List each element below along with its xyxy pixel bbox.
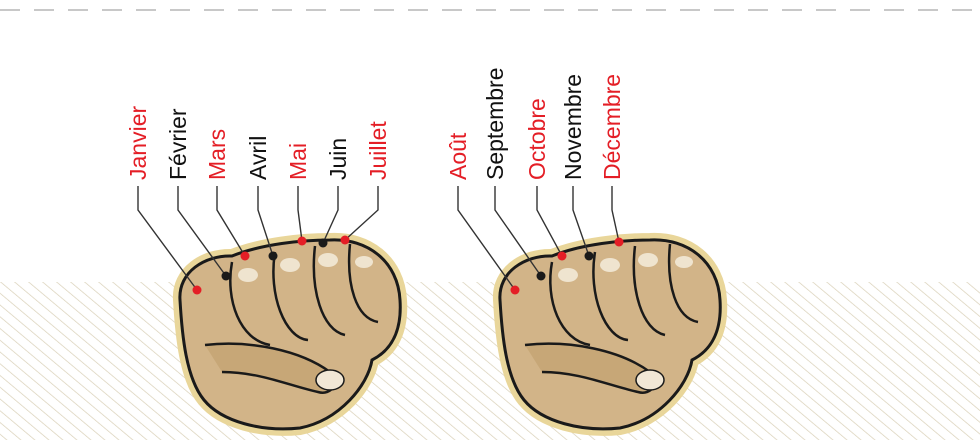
right-fist-month-labels: Août Septembre Octobre Novembre Décembre [445, 67, 625, 295]
leader-line-avril [257, 186, 274, 257]
leader-line-janvier [137, 186, 198, 291]
knuckle-dot-mai [297, 236, 307, 246]
knuckle-dot-octobre [557, 251, 567, 261]
knuckle-dot-juillet [340, 235, 350, 245]
knuckle-dot-janvier [192, 285, 202, 295]
leader-line-août [457, 186, 516, 291]
knuckle-dot-février [221, 271, 231, 281]
leader-line-novembre [572, 186, 590, 257]
knuckle-dot-novembre [584, 251, 594, 261]
right-fist-icon [492, 232, 728, 436]
month-label-octobre: Octobre [524, 98, 550, 180]
leader-line-mars [216, 186, 246, 257]
knuckle-dot-avril [268, 251, 278, 261]
leader-line-février [177, 186, 227, 277]
knuckle-dot-septembre [536, 271, 546, 281]
leader-line-juin [322, 186, 339, 244]
month-label-mai: Mai [285, 143, 311, 180]
month-label-mars: Mars [204, 129, 230, 180]
left-fist-icon [172, 232, 408, 436]
leader-line-juillet [344, 186, 379, 241]
leader-line-mai [297, 186, 303, 242]
month-label-février: Février [165, 108, 191, 180]
month-label-novembre: Novembre [560, 74, 586, 180]
hatched-ground [0, 282, 980, 440]
knuckle-dot-juin [318, 238, 328, 248]
month-label-juin: Juin [325, 138, 351, 180]
month-label-août: Août [445, 132, 471, 180]
leader-line-septembre [494, 186, 542, 277]
leader-line-octobre [536, 186, 563, 257]
left-fist-month-labels: Janvier Février Mars Avril Mai Juin Juillet [125, 106, 391, 295]
knuckle-dot-décembre [614, 237, 624, 247]
month-label-janvier: Janvier [125, 106, 151, 180]
month-label-juillet: Juillet [365, 121, 391, 180]
month-label-décembre: Décembre [599, 74, 625, 180]
knuckle-dot-août [510, 285, 520, 295]
knuckle-dot-mars [240, 251, 250, 261]
leader-line-décembre [611, 186, 620, 243]
month-label-septembre: Septembre [482, 67, 508, 180]
month-label-avril: Avril [245, 136, 271, 180]
